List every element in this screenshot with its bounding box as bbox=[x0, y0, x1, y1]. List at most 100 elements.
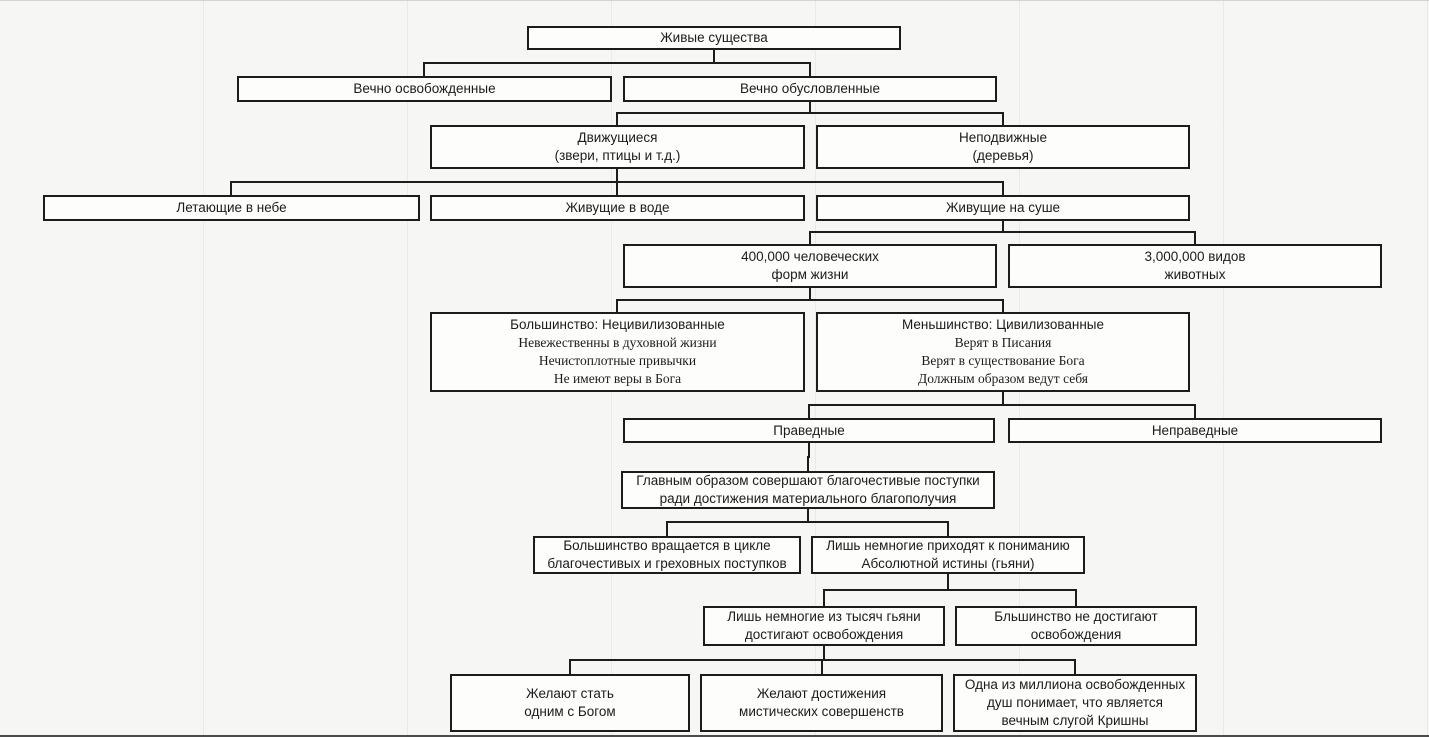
connector-drop-understand-absolute-truth bbox=[1075, 590, 1077, 607]
flow-node-pious-deeds-label: Главным образом совершают благочестивые … bbox=[636, 473, 980, 488]
connector-drop-righteous bbox=[807, 457, 809, 472]
flow-node-unrighteous: Неправедные bbox=[1008, 418, 1382, 443]
flow-node-minority-civilized-label: Верят в существование Бога bbox=[921, 353, 1085, 368]
flow-node-mystic-perfections-label: мистических совершенств bbox=[739, 704, 904, 719]
connector-drop-few-gyani-liberated bbox=[1074, 660, 1076, 675]
flow-node-mystic-perfections: Желают достижения мистических совершенств bbox=[700, 674, 943, 732]
flow-node-cycle-of-deeds-label: Большинство вращается в цикле bbox=[563, 538, 771, 553]
flow-node-animal-species: 3,000,000 видов животных bbox=[1008, 244, 1382, 288]
connector-drop-living-on-land bbox=[1194, 232, 1196, 245]
connector-stub-righteous bbox=[808, 443, 810, 458]
flow-node-living-beings-label: Живые существа bbox=[660, 30, 768, 45]
flow-node-living-in-water-label: Живущие в воде bbox=[565, 200, 670, 215]
flow-node-become-one-with-god: Желают стать одним с Богом bbox=[450, 674, 690, 732]
flow-node-majority-uncivilized-label: Большинство: Нецивилизованные bbox=[510, 317, 725, 332]
flow-node-become-one-with-god-label: Желают стать bbox=[526, 686, 614, 701]
flow-node-moving-label: Движущиеся bbox=[577, 130, 658, 145]
connector-drop-human-forms bbox=[616, 300, 618, 313]
connector-drop-human-forms bbox=[1002, 300, 1004, 313]
flow-node-living-in-water: Живущие в воде bbox=[430, 195, 805, 221]
flow-node-immovable: Неподвижные(деревья) bbox=[816, 125, 1190, 169]
connector-stub-moving bbox=[616, 169, 618, 183]
connector-stub-understand-absolute-truth bbox=[947, 574, 949, 591]
flow-node-unrighteous-label: Неправедные bbox=[1151, 422, 1239, 438]
connector-stub-living-on-land bbox=[1002, 221, 1004, 233]
flow-node-eternal-servant-of-krishna-label: вечным слугой Кришны bbox=[1001, 713, 1149, 728]
connector-drop-moving bbox=[230, 182, 232, 196]
flow-node-eternally-liberated: Вечно освобожденные bbox=[237, 76, 612, 102]
connector-rail-understand-absolute-truth bbox=[823, 589, 1077, 591]
connector-drop-living-beings bbox=[423, 63, 425, 77]
flow-node-majority-not-liberated-label: Бльшинство не достигают bbox=[994, 609, 1158, 624]
flow-node-animal-species-label: 3,000,000 видов bbox=[1144, 249, 1246, 264]
flow-node-living-on-land: Живущие на суше bbox=[816, 195, 1190, 221]
flow-node-cycle-of-deeds: Большинство вращается в цикле благочестив… bbox=[533, 536, 801, 574]
flow-node-eternally-liberated-label: Вечно освобожденные bbox=[353, 81, 496, 96]
flow-node-righteous: Праведные bbox=[623, 418, 995, 443]
connector-drop-eternally-conditioned bbox=[616, 113, 618, 126]
flow-node-moving-label: (звери, птицы и т.д.) bbox=[554, 148, 681, 163]
flow-node-eternally-conditioned-label: Вечно обусловленные bbox=[739, 81, 880, 96]
flow-node-righteous-label: Праведные bbox=[773, 422, 845, 438]
connector-stub-minority-civilized bbox=[1002, 392, 1004, 406]
flow-node-eternally-conditioned: Вечно обусловленные bbox=[623, 76, 997, 102]
flow-node-immovable-label: Неподвижные bbox=[958, 130, 1048, 145]
connector-rail-eternally-conditioned bbox=[616, 112, 1004, 114]
flow-node-majority-uncivilized-label: Не имеют веры в Бога bbox=[553, 371, 682, 386]
flow-node-majority-not-liberated: Бльшинство не достигают освобождения bbox=[955, 606, 1197, 646]
flow-node-minority-civilized-label: Должным образом ведут себя bbox=[918, 371, 1088, 386]
flow-node-pious-deeds: Главным образом совершают благочестивые … bbox=[621, 471, 995, 509]
flow-node-minority-civilized-label: Верят в Писания bbox=[954, 335, 1052, 350]
connector-stub-human-forms bbox=[809, 288, 811, 301]
flow-node-few-gyani-liberated-label: Лишь немногие из тысяч гьяни bbox=[727, 609, 921, 624]
flow-node-become-one-with-god-label: одним с Богом bbox=[524, 704, 616, 719]
flow-node-flying-in-sky: Летающие в небе bbox=[43, 195, 420, 221]
connector-rail-minority-civilized bbox=[808, 404, 1196, 406]
connector-drop-eternally-conditioned bbox=[1002, 113, 1004, 126]
connector-drop-pious-deeds bbox=[666, 522, 668, 537]
flow-node-moving: Движущиеся (звери, птицы и т.д.) bbox=[430, 125, 805, 169]
flow-node-pious-deeds-label: ради достижения материального благополуч… bbox=[659, 491, 957, 506]
flow-node-living-on-land-label: Живущие на суше bbox=[945, 200, 1061, 215]
flow-node-eternal-servant-of-krishna-label: Одна из миллиона освобожденных bbox=[964, 677, 1186, 692]
connector-drop-moving bbox=[1002, 182, 1004, 196]
flow-node-human-forms: 400,000 человеческих форм жизни bbox=[623, 244, 997, 288]
connector-stub-eternally-conditioned bbox=[809, 102, 811, 114]
flow-node-understand-absolute-truth-label: Лишь немногие приходят к пониманию bbox=[826, 538, 1070, 553]
connector-drop-minority-civilized bbox=[808, 405, 810, 419]
flow-node-mystic-perfections-label: Желают достижения bbox=[756, 686, 887, 701]
flow-node-eternal-servant-of-krishna: Одна из миллиона освобожденных душ понима… bbox=[953, 674, 1197, 732]
flow-node-few-gyani-liberated-label: достигают освобождения bbox=[744, 627, 904, 642]
connector-rail-pious-deeds bbox=[666, 521, 949, 523]
connector-rail-living-beings bbox=[423, 62, 811, 64]
flow-node-living-beings: Живые существа bbox=[527, 26, 901, 50]
flow-node-eternal-servant-of-krishna-label: душ понимает, что является bbox=[987, 695, 1163, 710]
connector-drop-pious-deeds bbox=[947, 522, 949, 537]
connector-rail-living-on-land bbox=[809, 231, 1196, 233]
connector-drop-few-gyani-liberated bbox=[569, 660, 571, 675]
connector-drop-minority-civilized bbox=[1194, 405, 1196, 419]
flow-node-animal-species-label: животных bbox=[1164, 267, 1226, 282]
connector-drop-understand-absolute-truth bbox=[823, 590, 825, 607]
connector-drop-living-beings bbox=[809, 63, 811, 77]
flow-node-majority-uncivilized-label: Невежественны в духовной жизни bbox=[518, 335, 717, 350]
flow-node-majority-not-liberated-label: освобождения bbox=[1030, 627, 1122, 642]
connector-rail-human-forms bbox=[616, 299, 1004, 301]
connector-drop-living-on-land bbox=[809, 232, 811, 245]
connector-drop-few-gyani-liberated bbox=[821, 660, 823, 675]
flow-node-minority-civilized-label: Меньшинство: Цивилизованные bbox=[901, 317, 1105, 332]
flow-node-understand-absolute-truth-label: Абсолютной истины (гьяни) bbox=[861, 556, 1035, 571]
flow-node-flying-in-sky-label: Летающие в небе bbox=[176, 200, 287, 215]
flow-node-human-forms-label: 400,000 человеческих bbox=[741, 249, 879, 264]
connector-drop-moving bbox=[616, 182, 618, 196]
flow-node-cycle-of-deeds-label: благочестивых и греховных поступков bbox=[547, 556, 787, 571]
flow-node-few-gyani-liberated: Лишь немногие из тысяч гьяни достигают ос… bbox=[703, 606, 945, 646]
connector-stub-living-beings bbox=[713, 50, 715, 64]
flow-node-human-forms-label: форм жизни bbox=[771, 267, 849, 282]
connector-stub-pious-deeds bbox=[807, 509, 809, 523]
connector-stub-few-gyani-liberated bbox=[823, 646, 825, 661]
